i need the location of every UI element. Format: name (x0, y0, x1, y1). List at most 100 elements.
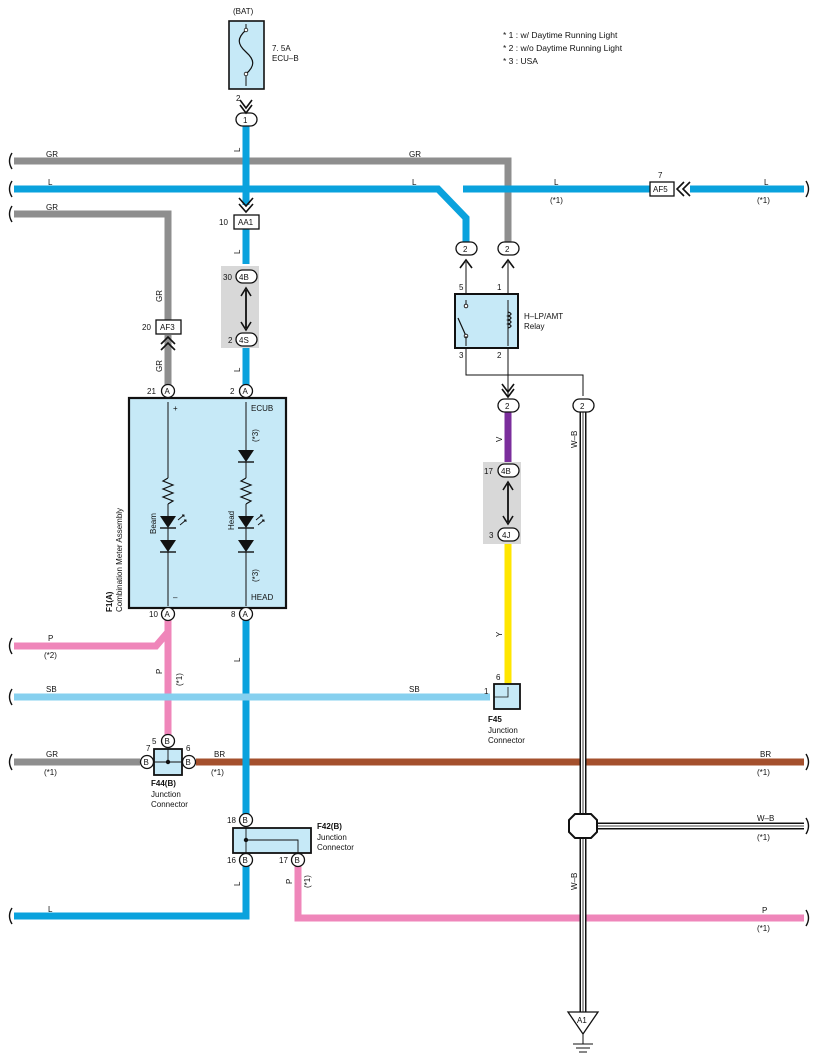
svg-text:16: 16 (227, 856, 236, 865)
svg-text:2: 2 (497, 351, 502, 360)
svg-text:6: 6 (496, 673, 501, 682)
wire-gr-second (14, 210, 172, 320)
svg-text:1: 1 (243, 116, 248, 125)
diode-icon (238, 450, 254, 462)
svg-text:SB: SB (46, 685, 57, 694)
connector-relay-2a: 2 (455, 241, 478, 269)
svg-text:A: A (243, 387, 249, 396)
svg-text:W–B: W–B (570, 431, 579, 448)
svg-text:–: – (173, 593, 178, 602)
svg-text:L: L (48, 905, 53, 914)
resistor-icon (239, 477, 253, 505)
svg-text:HEAD: HEAD (251, 593, 273, 602)
svg-text:2: 2 (505, 402, 510, 411)
svg-text:8: 8 (231, 610, 236, 619)
svg-text:W–B: W–B (570, 873, 579, 890)
arrow-down-icon (502, 515, 514, 526)
note-1: * 1 : w/ Daytime Running Light (503, 30, 618, 40)
svg-text:A: A (165, 610, 171, 619)
connector-f1-a21: A 21 (147, 383, 176, 399)
fuse-rating: 7. 5A (272, 44, 291, 53)
meter-name: Combination Meter Assembly (115, 508, 124, 612)
connector-af3: AF3 20 (142, 319, 182, 351)
svg-text:GR: GR (155, 290, 164, 302)
svg-text:ECUB: ECUB (251, 404, 273, 413)
svg-text:GR: GR (46, 150, 58, 159)
svg-text:A: A (165, 387, 171, 396)
connector-aa1: AA1 10 (219, 197, 260, 230)
svg-text:(*3): (*3) (251, 569, 260, 582)
splice-octagon-icon (568, 813, 598, 839)
svg-text:L: L (233, 147, 242, 152)
svg-text:GR: GR (46, 750, 58, 759)
svg-text:6: 6 (186, 744, 191, 753)
arrow-up-icon (502, 480, 514, 491)
svg-text:Connector: Connector (488, 736, 525, 745)
svg-text:1: 1 (484, 687, 489, 696)
svg-text:L: L (48, 178, 53, 187)
svg-text:2: 2 (230, 387, 235, 396)
svg-text:L: L (412, 178, 417, 187)
svg-text:Junction: Junction (317, 833, 347, 842)
wire-labels: GR GR L L L (*1) L (*1) GR L GR GR L L L… (44, 147, 774, 933)
svg-text:B: B (144, 758, 149, 767)
wire-p-left (14, 620, 172, 650)
svg-text:4S: 4S (239, 336, 249, 345)
fuse-ecu-b: (BAT) 7. 5A ECU–B 2 (228, 7, 299, 103)
connector-f1-a8: A 8 (231, 606, 254, 622)
svg-text:Junction: Junction (151, 790, 181, 799)
wire-gr-top (14, 157, 512, 248)
svg-text:21: 21 (147, 387, 156, 396)
svg-text:L: L (233, 367, 242, 372)
connector-f1-a10: A 10 (149, 606, 176, 622)
break-marks (8, 152, 810, 927)
switch-contact-icon (457, 317, 467, 337)
meter-id: F1(A) (105, 591, 114, 612)
svg-text:P: P (285, 879, 294, 884)
resistor-icon (161, 477, 175, 505)
svg-text:Junction: Junction (488, 726, 518, 735)
svg-text:17: 17 (279, 856, 288, 865)
legend: * 1 : w/ Daytime Running Light * 2 : w/o… (503, 30, 623, 66)
led-icon (238, 516, 254, 528)
svg-text:5: 5 (459, 283, 464, 292)
svg-text:(*1): (*1) (757, 924, 770, 933)
coil-icon (506, 311, 512, 329)
note-2: * 2 : w/o Daytime Running Light (503, 43, 623, 53)
connector-af5: AF5 7 (649, 171, 691, 197)
svg-text:(*1): (*1) (211, 768, 224, 777)
led-icon (160, 516, 176, 528)
diode-icon (160, 540, 176, 552)
svg-text:(*1): (*1) (550, 196, 563, 205)
svg-text:(*2): (*2) (44, 651, 57, 660)
svg-text:B: B (243, 856, 248, 865)
arrow-down-icon (239, 99, 253, 115)
fuse-source: (BAT) (233, 7, 254, 16)
connector-4j: 4J 3 (489, 527, 520, 542)
svg-text:2: 2 (463, 245, 468, 254)
svg-text:1: 1 (497, 283, 502, 292)
svg-text:20: 20 (142, 323, 151, 332)
svg-text:30: 30 (223, 273, 232, 282)
svg-text:B: B (186, 758, 191, 767)
svg-text:L: L (764, 178, 769, 187)
svg-text:+: + (173, 404, 178, 413)
svg-text:B: B (295, 856, 300, 865)
svg-text:4B: 4B (501, 467, 511, 476)
svg-text:7: 7 (658, 171, 663, 180)
connector-4s: 4S 2 (228, 332, 258, 347)
svg-text:4B: 4B (239, 273, 249, 282)
svg-text:(*1): (*1) (757, 768, 770, 777)
svg-text:P: P (762, 906, 767, 915)
ground-icon (573, 1043, 593, 1053)
connector-4b-top: 4B 30 (223, 269, 258, 284)
svg-text:B: B (243, 816, 248, 825)
wire-w-b (579, 412, 804, 1012)
connector-4b-mid: 4B 17 (484, 463, 520, 478)
svg-text:(*1): (*1) (757, 833, 770, 842)
svg-text:L: L (233, 881, 242, 886)
svg-text:L: L (554, 178, 559, 187)
svg-text:L: L (233, 249, 242, 254)
svg-text:3: 3 (459, 351, 464, 360)
arrow-down-icon (240, 321, 252, 332)
